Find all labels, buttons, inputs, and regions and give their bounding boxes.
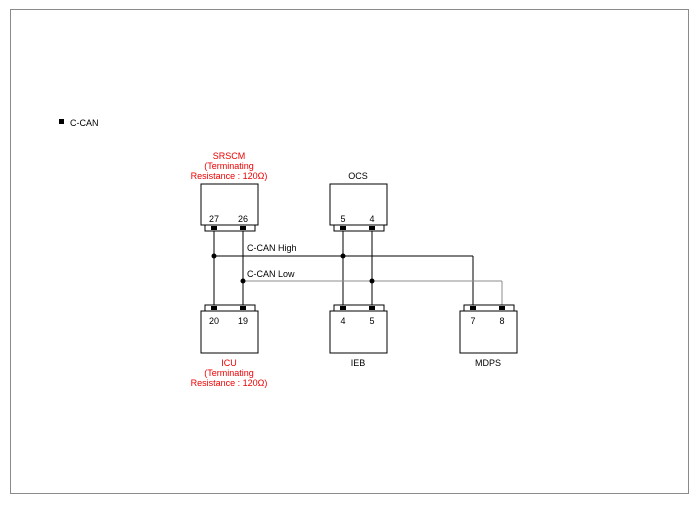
mdps-pin-b: 8 — [499, 316, 504, 326]
icu-note-line2: Resistance : 120Ω) — [191, 378, 268, 388]
icu-pin-a: 20 — [209, 316, 219, 326]
pin-terminal — [340, 226, 346, 230]
section-bullet-icon — [59, 119, 64, 124]
ieb-box — [329, 310, 388, 354]
icu-module: 20 19 ICU (Terminating Resistance : 120Ω… — [191, 304, 268, 388]
mdps-name: MDPS — [475, 358, 501, 368]
ocs-connector-base — [333, 224, 385, 232]
pin-terminal — [240, 226, 246, 230]
ocs-name: OCS — [348, 171, 368, 181]
ieb-pin-a: 4 — [340, 316, 345, 326]
junction-dot — [211, 253, 217, 259]
section-title: C-CAN — [70, 118, 99, 128]
diagram-frame — [10, 9, 689, 494]
pin-terminal — [211, 306, 217, 310]
junction-dot — [340, 253, 346, 259]
mdps-box — [459, 310, 518, 354]
srscm-module: SRSCM (Terminating Resistance : 120Ω) 27… — [191, 151, 268, 232]
srscm-pin-a: 27 — [209, 214, 219, 224]
ocs-module: OCS 5 4 — [329, 171, 388, 232]
srscm-connector-base — [204, 224, 256, 232]
srscm-note-line1: (Terminating — [204, 161, 254, 171]
pin-terminal — [240, 306, 246, 310]
srscm-note-line2: Resistance : 120Ω) — [191, 171, 268, 181]
ieb-name: IEB — [351, 358, 366, 368]
pin-terminal — [369, 306, 375, 310]
pin-terminal — [340, 306, 346, 310]
mdps-pin-a: 7 — [470, 316, 475, 326]
ocs-pin-a: 5 — [340, 214, 345, 224]
junction-dot — [240, 278, 246, 284]
mdps-module: 7 8 MDPS — [459, 304, 518, 368]
srscm-pin-b: 26 — [238, 214, 248, 224]
ieb-pin-b: 5 — [369, 316, 374, 326]
junction-dot — [369, 278, 375, 284]
c-can-low-label: C-CAN Low — [247, 269, 295, 279]
icu-name: ICU — [221, 358, 237, 368]
pin-terminal — [470, 306, 476, 310]
c-can-high-label: C-CAN High — [247, 243, 297, 253]
icu-box — [200, 310, 259, 354]
pin-terminal — [499, 306, 505, 310]
ocs-box — [329, 183, 388, 226]
srscm-name: SRSCM — [213, 151, 246, 161]
pin-terminal — [211, 226, 217, 230]
icu-note-line1: (Terminating — [204, 368, 254, 378]
pin-terminal — [369, 226, 375, 230]
ocs-pin-b: 4 — [369, 214, 374, 224]
ieb-module: 4 5 IEB — [329, 304, 388, 368]
icu-pin-b: 19 — [238, 316, 248, 326]
